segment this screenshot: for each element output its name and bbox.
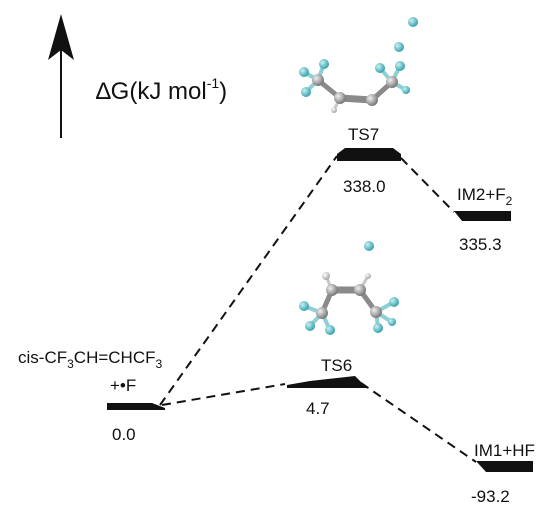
im2-value: 335.3 bbox=[459, 235, 502, 254]
reactant-value: 0.0 bbox=[112, 425, 136, 444]
connector-reactant-ts7 bbox=[159, 155, 338, 406]
molecule-ts6-icon bbox=[299, 241, 399, 335]
reactant-name-line2: +•F bbox=[110, 376, 136, 395]
im2-name: IM2+F2 bbox=[457, 185, 513, 208]
connector-reactant-ts6 bbox=[161, 383, 286, 406]
connector-ts7-im2 bbox=[400, 157, 455, 213]
connector-ts6-im1 bbox=[360, 382, 477, 463]
level-reactant bbox=[107, 403, 165, 410]
im1-name: IM1+HF bbox=[474, 441, 535, 460]
level-ts7 bbox=[337, 148, 401, 161]
ts7-value: 338.0 bbox=[343, 177, 386, 196]
ts6-name: TS6 bbox=[321, 356, 352, 375]
level-im1 bbox=[476, 461, 533, 472]
axis-label: ∆G(kJ mol-1) bbox=[96, 75, 227, 105]
level-ts6 bbox=[287, 376, 367, 388]
im1-value: -93.2 bbox=[471, 487, 510, 506]
up-arrow-icon bbox=[48, 14, 74, 138]
ts7-name: TS7 bbox=[348, 125, 379, 144]
reactant-name-line1: cis-CF3CH=CHCF3 bbox=[18, 348, 163, 371]
ts6-value: 4.7 bbox=[306, 399, 330, 418]
level-im2 bbox=[454, 211, 511, 221]
dashed-connectors bbox=[159, 155, 477, 463]
molecule-ts7-icon bbox=[299, 17, 418, 113]
